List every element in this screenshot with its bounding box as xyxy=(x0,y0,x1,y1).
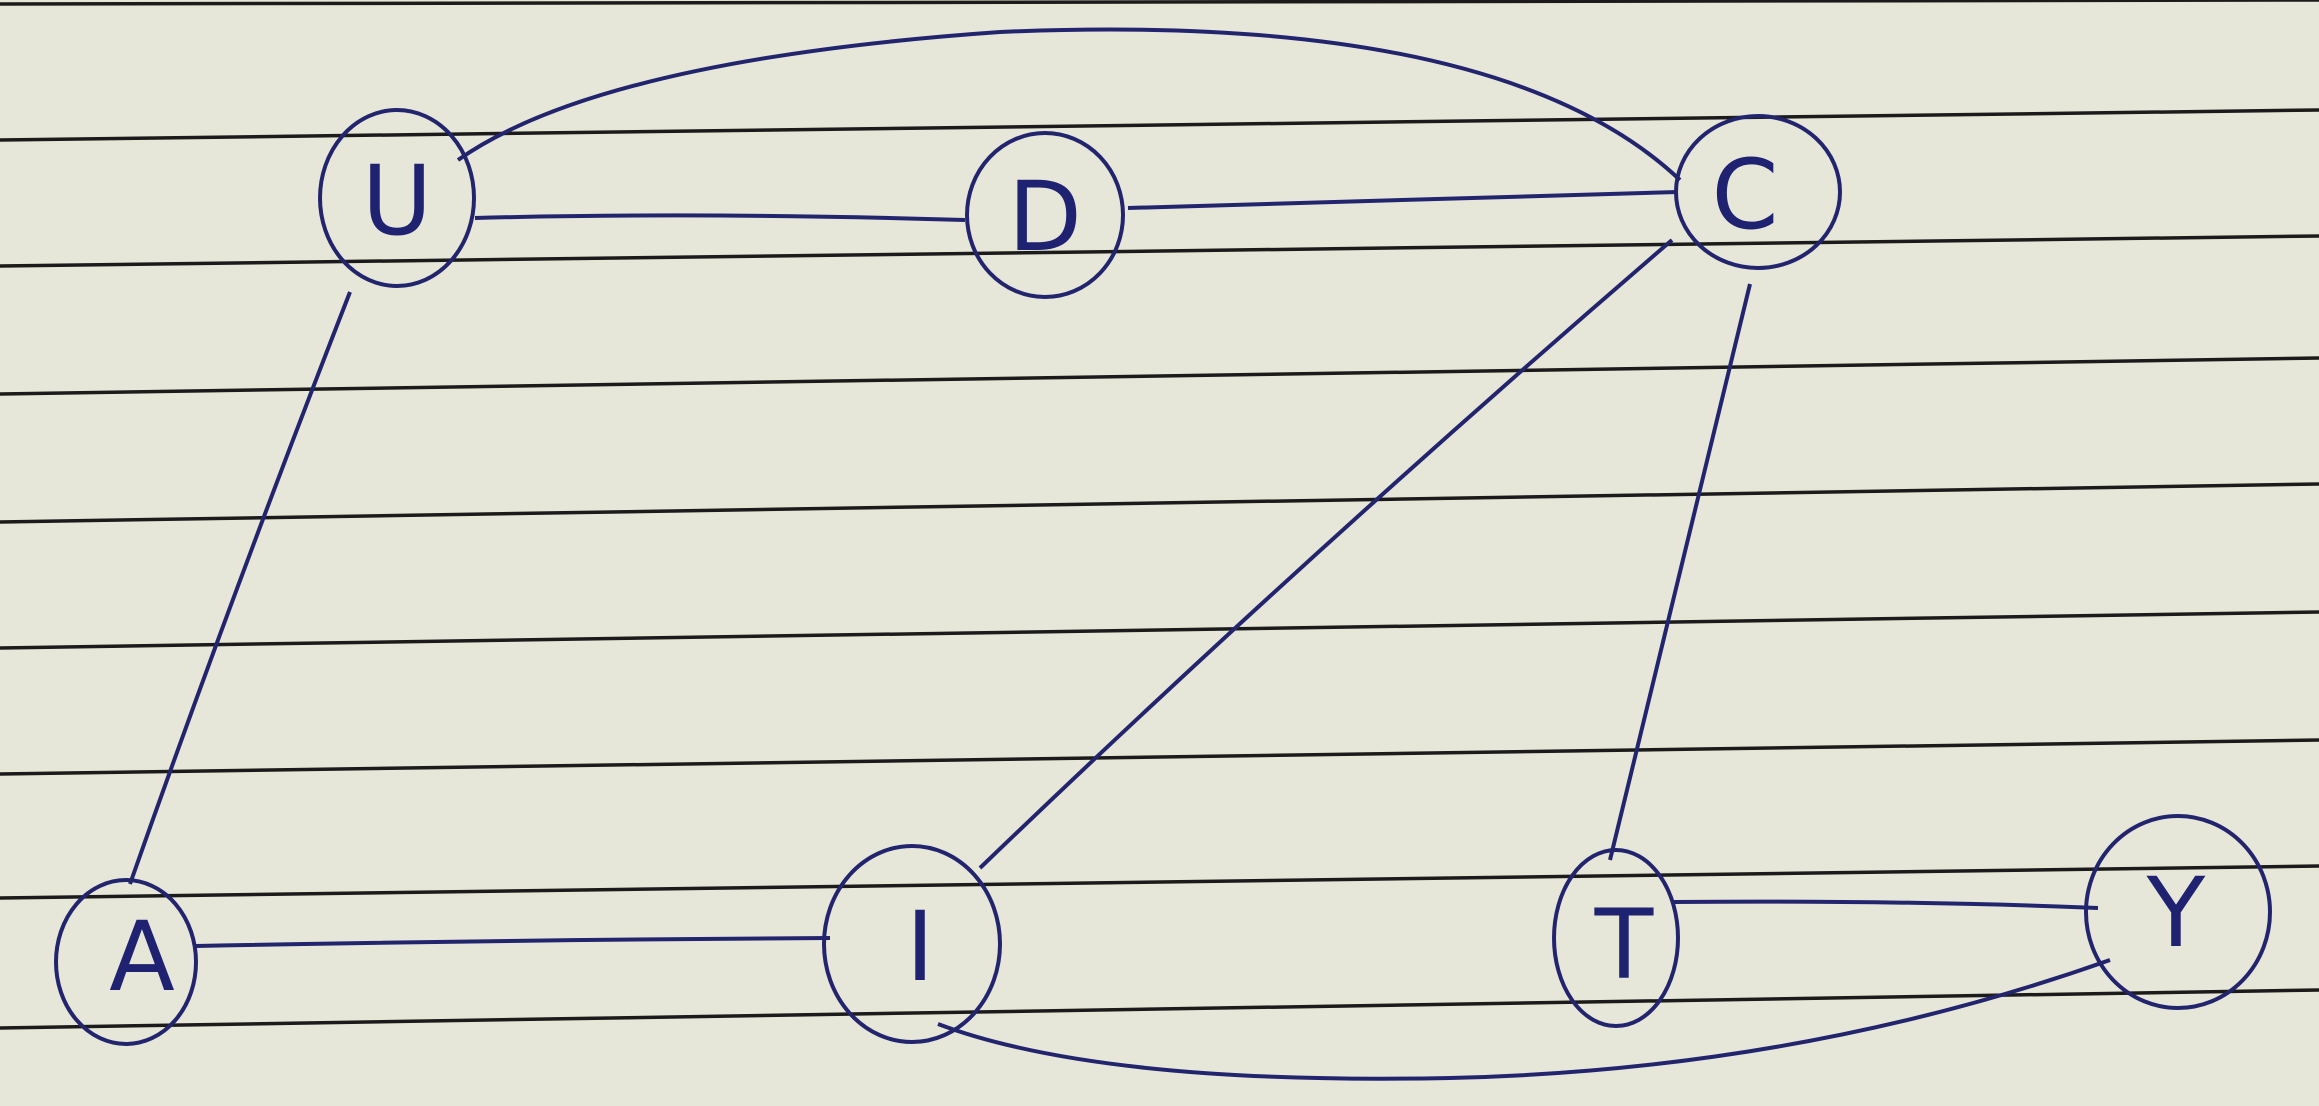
edges xyxy=(128,27,2111,1081)
edge-t-y xyxy=(1673,899,2099,910)
node-label: D xyxy=(1008,161,1082,273)
node-circle xyxy=(1552,848,1680,1028)
node-label: Y xyxy=(2146,857,2206,969)
ruled-line xyxy=(0,108,2319,142)
edge-a-i xyxy=(195,936,831,948)
node-circle xyxy=(2084,814,2272,1010)
node-label: U xyxy=(362,145,432,257)
ruled-line xyxy=(0,482,2319,524)
node-circle xyxy=(54,878,198,1046)
node-y: Y xyxy=(2084,814,2272,1010)
edge-c-t xyxy=(1608,283,1752,861)
node-circle xyxy=(965,131,1125,299)
node-circle xyxy=(822,844,1002,1044)
edge-i-y xyxy=(937,958,2111,1081)
node-label: C xyxy=(1711,139,1778,251)
ruled-line xyxy=(0,738,2319,776)
node-circle xyxy=(318,108,476,288)
node-d: D xyxy=(965,131,1125,299)
node-circle xyxy=(1674,114,1842,270)
edge-c-i xyxy=(978,238,1674,870)
node-i: I xyxy=(822,844,1002,1044)
edge-u-d xyxy=(474,213,966,222)
ruled-line xyxy=(0,0,2319,6)
edge-u-c xyxy=(456,27,1682,182)
ruled-line xyxy=(0,234,2319,268)
ruled-line xyxy=(0,356,2319,396)
ruled-line xyxy=(0,610,2319,650)
node-u: U xyxy=(318,108,476,288)
edge-u-a xyxy=(128,291,352,885)
ruled-line xyxy=(0,988,2319,1030)
node-a: A xyxy=(54,878,198,1046)
node-c: C xyxy=(1674,114,1842,270)
nodes: U D C A I T Y xyxy=(54,108,2272,1046)
edge-d-c xyxy=(1127,190,1679,210)
ruled-line xyxy=(0,864,2319,900)
node-t: T xyxy=(1552,848,1680,1028)
node-label: T xyxy=(1594,889,1654,1001)
node-label: I xyxy=(906,891,934,1003)
node-label: A xyxy=(109,901,175,1013)
